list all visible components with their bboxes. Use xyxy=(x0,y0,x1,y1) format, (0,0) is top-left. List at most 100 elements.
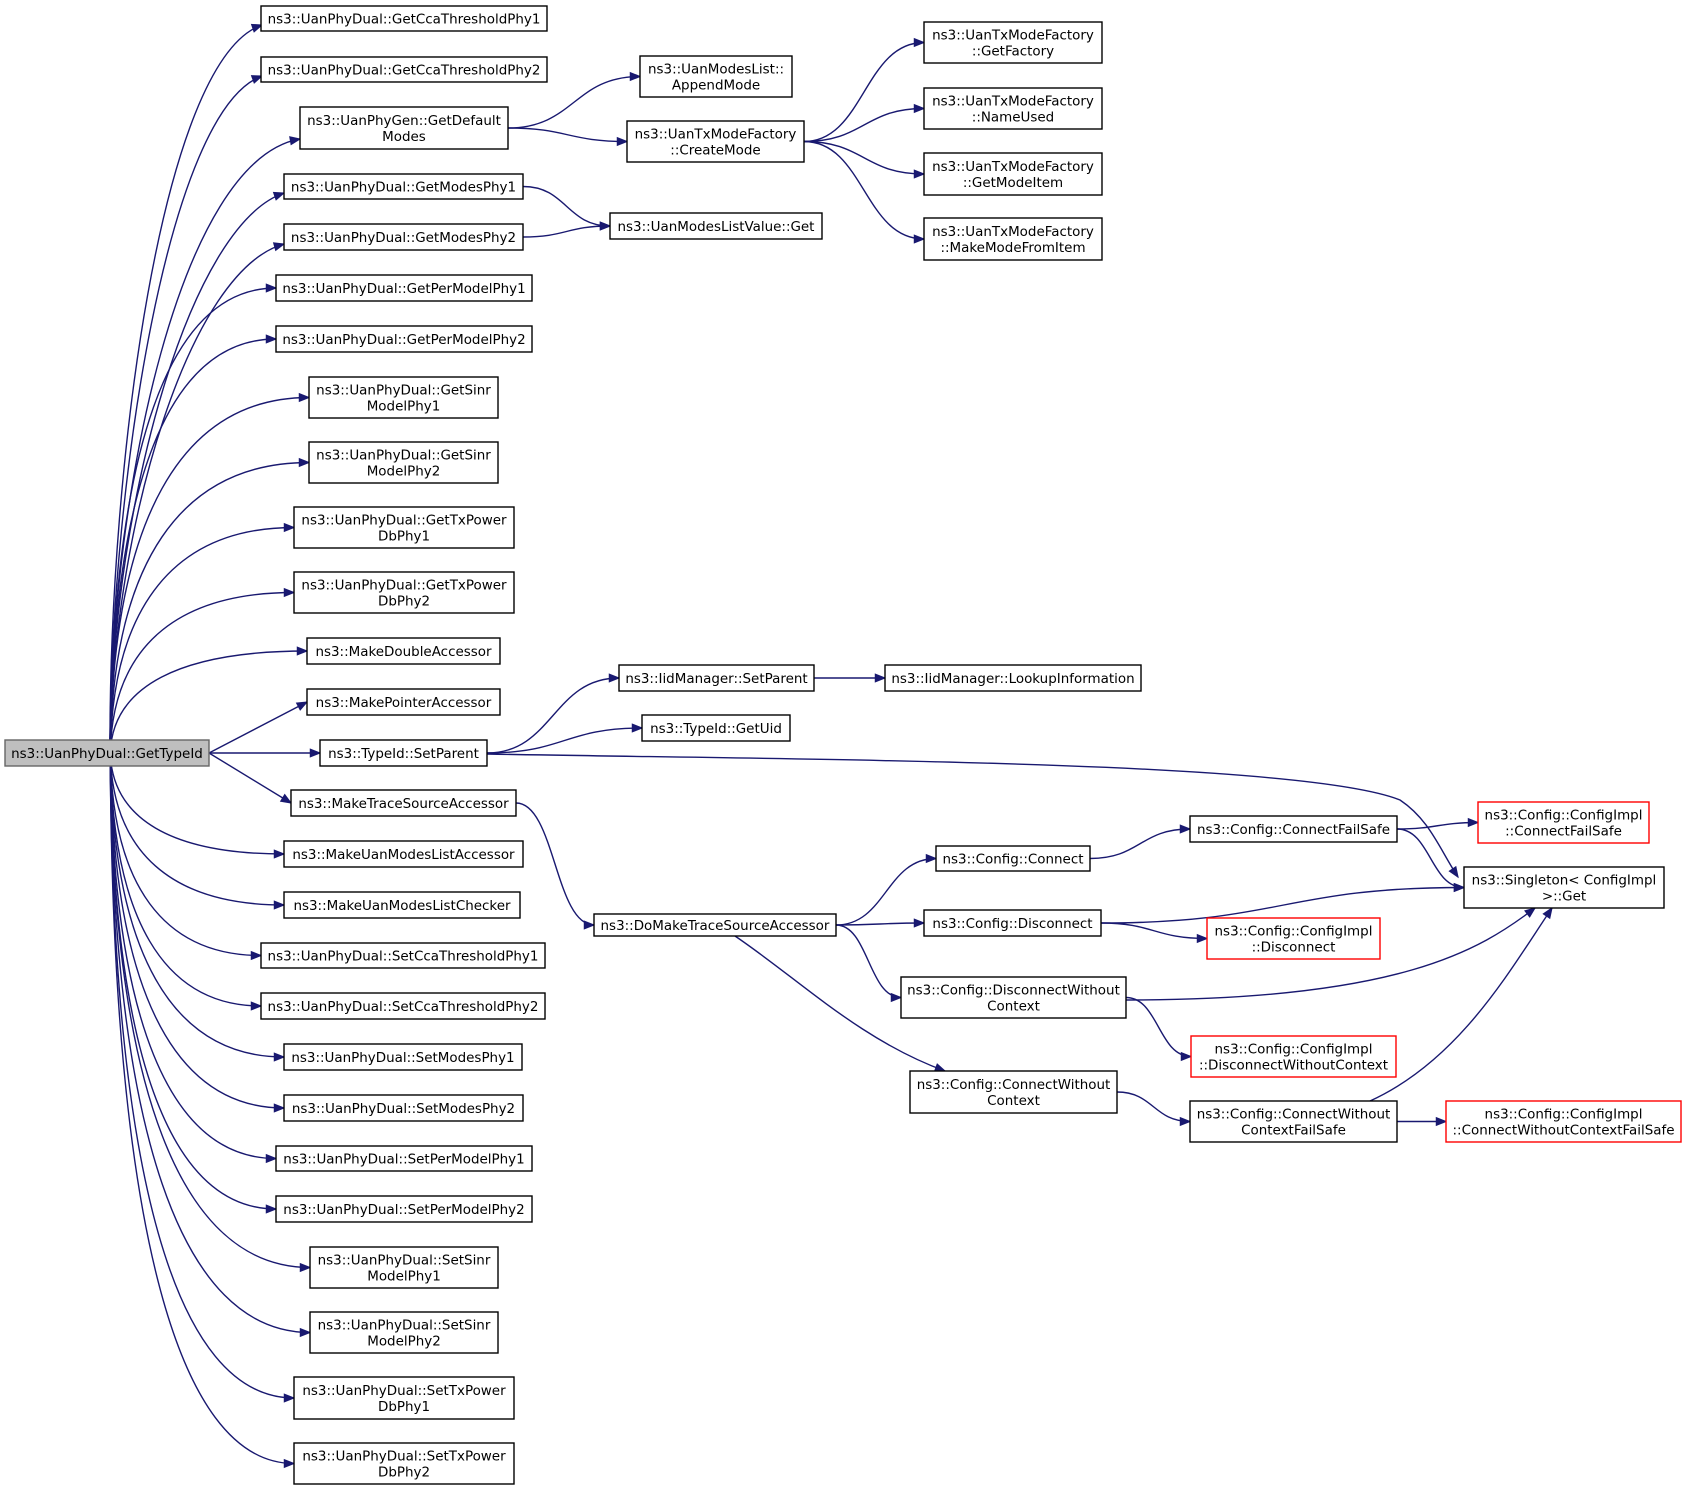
node-box xyxy=(299,106,509,150)
node-label: ::ConnectFailSafe xyxy=(1505,824,1622,839)
node-box xyxy=(308,376,499,419)
node-createmode[interactable]: ns3::UanTxModeFactory::CreateMode xyxy=(626,120,805,163)
call-edge-root-to-gmodes2 xyxy=(109,243,285,741)
call-edge-root-to-gmodes1 xyxy=(109,192,285,741)
call-edge-root-to-gtx2 xyxy=(109,591,294,754)
call-edge-mktrace-to-domake xyxy=(515,802,595,926)
node-makemode[interactable]: ns3::UanTxModeFactory::MakeModeFromItem xyxy=(923,217,1103,261)
node-cconnect[interactable]: ns3::Config::Connect xyxy=(935,845,1091,872)
node-smodes1[interactable]: ns3::UanPhyDual::SetModesPhy1 xyxy=(283,1043,523,1071)
node-cdisconnectwc[interactable]: ns3::Config::DisconnectWithoutContext xyxy=(900,976,1127,1019)
node-cdisconnect[interactable]: ns3::Config::Disconnect xyxy=(923,909,1102,937)
node-smodes2[interactable]: ns3::UanPhyDual::SetModesPhy2 xyxy=(283,1094,524,1122)
node-impldisconnect[interactable]: ns3::Config::ConfigImpl::Disconnect xyxy=(1206,917,1381,960)
node-box xyxy=(290,789,517,817)
node-gcca1[interactable]: ns3::UanPhyDual::GetCcaThresholdPhy1 xyxy=(260,5,548,32)
call-edge-root-to-gsinr2 xyxy=(109,461,310,754)
node-singleton[interactable]: ns3::Singleton< ConfigImpl >::Get xyxy=(1463,866,1665,909)
node-box xyxy=(260,56,548,83)
node-gper2[interactable]: ns3::UanPhyDual::GetPerModelPhy2 xyxy=(275,325,533,353)
node-sper1[interactable]: ns3::UanPhyDual::SetPerModelPhy1 xyxy=(275,1145,533,1172)
node-label: Context xyxy=(987,1094,1040,1109)
node-iidsetparent[interactable]: ns3::IidManager::SetParent xyxy=(618,664,815,692)
node-nameused[interactable]: ns3::UanTxModeFactory::NameUsed xyxy=(923,87,1103,130)
node-box xyxy=(306,637,501,665)
node-getmodeitem[interactable]: ns3::UanTxModeFactory::GetModeItem xyxy=(923,152,1103,196)
call-edge-cconnectwc-to-connectwcfs xyxy=(1116,1091,1190,1123)
call-edge-root-to-stx1 xyxy=(109,752,295,1399)
node-box xyxy=(909,1070,1118,1114)
node-mktrace[interactable]: ns3::MakeTraceSourceAccessor xyxy=(290,789,517,817)
call-edge-root-to-mkuanacc xyxy=(109,752,285,855)
node-label: ::DisconnectWithoutContext xyxy=(1199,1058,1388,1073)
node-label: ::Disconnect xyxy=(1252,940,1336,955)
node-implconnectfs[interactable]: ns3::Config::ConfigImpl::ConnectFailSafe xyxy=(1477,801,1650,844)
node-tsetparent[interactable]: ns3::TypeId::SetParent xyxy=(319,739,488,767)
node-mkuanacc[interactable]: ns3::MakeUanModesListAccessor xyxy=(283,840,524,868)
node-connectwcfs[interactable]: ns3::Config::ConnectWithoutContextFailSa… xyxy=(1189,1100,1398,1143)
call-edge-createmode-to-getmodeitem xyxy=(804,140,925,175)
call-edge-createmode-to-makemode xyxy=(804,140,925,240)
node-appendmode[interactable]: ns3::UanModesList::AppendMode xyxy=(639,55,793,98)
arrowhead-root-to-sper1 xyxy=(265,1153,278,1164)
node-box xyxy=(283,840,524,868)
node-scca2[interactable]: ns3::UanPhyDual::SetCcaThresholdPhy2 xyxy=(260,992,546,1020)
node-label: ns3::Config::ConnectFailSafe xyxy=(1197,823,1390,838)
node-getuid[interactable]: ns3::TypeId::GetUid xyxy=(641,714,791,742)
node-label: ns3::UanPhyDual::GetModesPhy2 xyxy=(291,231,516,246)
arrowhead-root-to-smodes1 xyxy=(273,1052,286,1062)
arrowhead-root-to-smodes2 xyxy=(273,1103,286,1113)
node-mkdouble[interactable]: ns3::MakeDoubleAccessor xyxy=(306,637,501,665)
node-box xyxy=(1189,1100,1398,1143)
node-implconnectwcfs[interactable]: ns3::Config::ConfigImpl::ConnectWithoutC… xyxy=(1445,1100,1682,1143)
node-root[interactable]: ns3::UanPhyDual::GetTypeId xyxy=(4,739,210,767)
node-mkptr[interactable]: ns3::MakePointerAccessor xyxy=(306,688,501,716)
node-gmodes2[interactable]: ns3::UanPhyDual::GetModesPhy2 xyxy=(283,223,524,251)
node-cconnectwc[interactable]: ns3::Config::ConnectWithoutContext xyxy=(909,1070,1118,1114)
node-mlvget[interactable]: ns3::UanModesListValue::Get xyxy=(609,212,823,240)
arrowhead-cconnect-to-connectfailsafe xyxy=(1179,824,1192,834)
node-mkuanchk[interactable]: ns3::MakeUanModesListChecker xyxy=(283,891,521,919)
arrowhead-root-to-gtx1 xyxy=(283,522,296,533)
call-edge-root-to-stx2 xyxy=(109,752,295,1465)
node-gmodes1[interactable]: ns3::UanPhyDual::GetModesPhy1 xyxy=(283,173,524,200)
call-edge-root-to-scca1 xyxy=(109,752,262,957)
node-label: ns3::MakeUanModesListAccessor xyxy=(292,848,515,863)
node-scca1[interactable]: ns3::UanPhyDual::SetCcaThresholdPhy1 xyxy=(260,942,546,969)
call-edge-cdisconnectwc-to-singleton xyxy=(1126,907,1536,1001)
node-label: ns3::Config::ConfigImpl xyxy=(1215,924,1373,939)
node-gcca2[interactable]: ns3::UanPhyDual::GetCcaThresholdPhy2 xyxy=(260,56,548,83)
call-edge-connectwcfs-to-singleton xyxy=(1369,907,1553,1102)
node-domake[interactable]: ns3::DoMakeTraceSourceAccessor xyxy=(593,913,837,937)
node-label: ns3::DoMakeTraceSourceAccessor xyxy=(601,919,830,934)
arrowhead-root-to-stx1 xyxy=(283,1393,296,1403)
node-sper2[interactable]: ns3::UanPhyDual::SetPerModelPhy2 xyxy=(275,1195,533,1223)
node-label: ns3::MakeUanModesListChecker xyxy=(293,899,511,914)
node-getfactory[interactable]: ns3::UanTxModeFactory::GetFactory xyxy=(923,21,1103,64)
node-label: ns3::Config::ConfigImpl xyxy=(1215,1042,1373,1057)
node-gper1[interactable]: ns3::UanPhyDual::GetPerModelPhy1 xyxy=(275,274,533,302)
node-label: ns3::UanPhyDual::GetCcaThresholdPhy2 xyxy=(268,63,541,78)
node-box xyxy=(308,441,499,484)
node-box xyxy=(1190,1035,1397,1078)
node-label: AppendMode xyxy=(672,78,760,93)
node-box xyxy=(923,909,1102,937)
node-iidlookup[interactable]: ns3::IidManager::LookupInformation xyxy=(884,664,1142,692)
arrowhead-tsetparent-to-singleton xyxy=(1448,865,1459,879)
call-edge-cdisconnect-to-impldisconnect xyxy=(1100,922,1208,940)
call-edge-cconnect-to-connectfailsafe xyxy=(1089,828,1190,860)
node-impldisconnectwc[interactable]: ns3::Config::ConfigImpl::DisconnectWitho… xyxy=(1190,1035,1397,1078)
arrowhead-connectfailsafe-to-implconnectfs xyxy=(1467,817,1480,828)
node-box xyxy=(260,942,546,969)
node-connectfailsafe[interactable]: ns3::Config::ConnectFailSafe xyxy=(1189,815,1398,843)
arrowhead-gmodes2-to-mlvget xyxy=(599,221,612,231)
